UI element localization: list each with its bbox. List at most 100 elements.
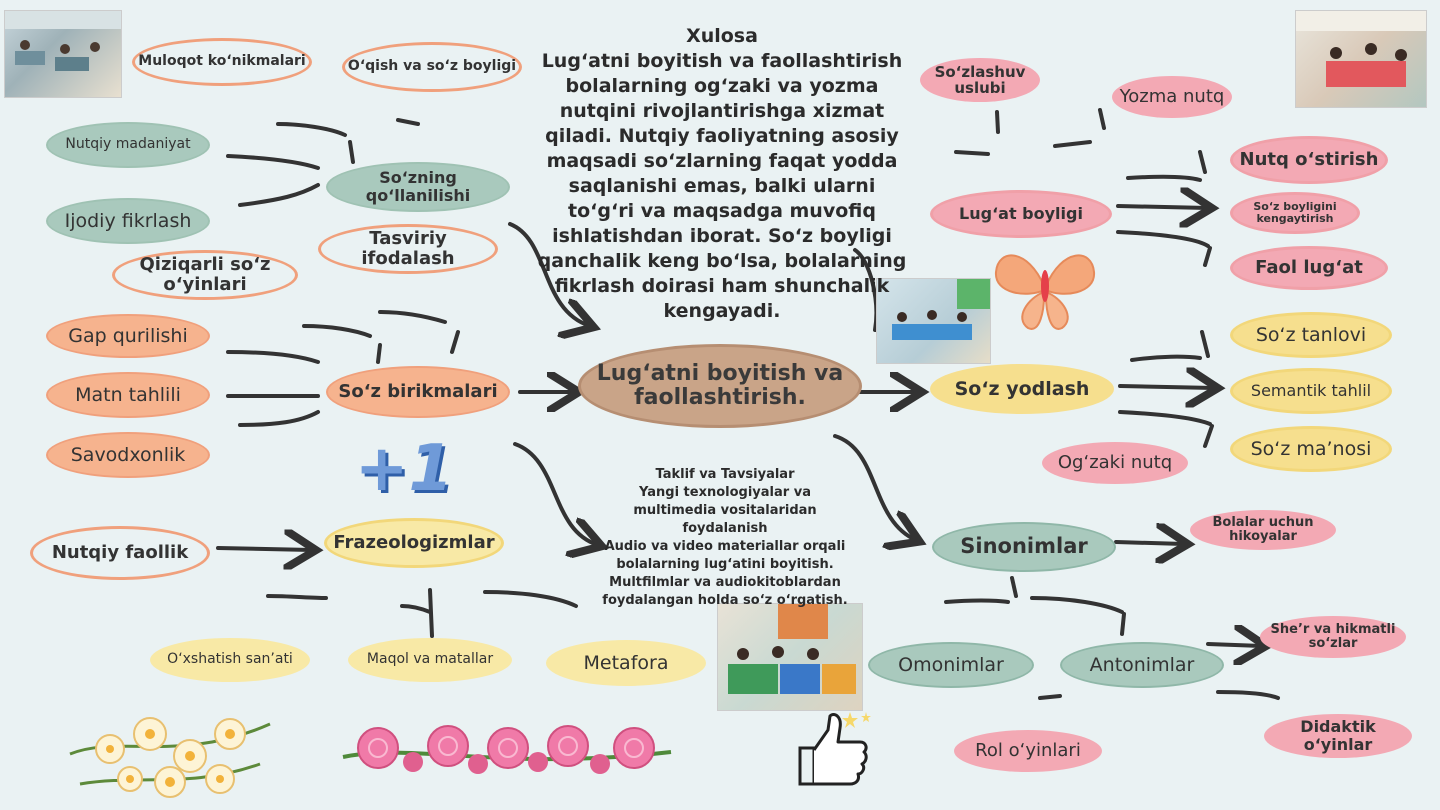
node-manosi[interactable]: So‘z ma’nosi xyxy=(1230,426,1392,472)
node-rol-label: Rol o‘yinlari xyxy=(975,740,1081,762)
wire-ijodiy xyxy=(238,183,320,207)
node-omonim-label: Omonimlar xyxy=(898,653,1004,676)
node-matn[interactable]: Matn tahlili xyxy=(46,372,210,418)
arrow-lugat-boyligi xyxy=(1116,206,1208,208)
center-node[interactable]: Lug‘atni boyitish va faollashtirish. xyxy=(578,344,862,428)
wire-mid4 xyxy=(450,330,460,354)
node-sinonim-label: Sinonimlar xyxy=(960,534,1088,559)
node-hikoya-label: Bolalar uchun hikoyalar xyxy=(1212,514,1314,544)
flowers-decoration xyxy=(60,694,282,806)
node-oqish[interactable]: O‘qish va so‘z boyligi xyxy=(342,42,522,92)
node-birikma[interactable]: So‘z birikmalari xyxy=(326,366,510,418)
node-qiziqarli[interactable]: Qiziqarli so‘z o‘yinlari xyxy=(112,250,298,300)
node-didaktik[interactable]: Didaktik o‘yinlar xyxy=(1264,714,1412,758)
node-omonim[interactable]: Omonimlar xyxy=(868,642,1034,688)
node-qollanilishi[interactable]: So‘zning qo‘llanilishi xyxy=(326,162,510,212)
wire-top3 xyxy=(348,140,355,164)
wire-top2 xyxy=(396,118,420,126)
node-tanlovi[interactable]: So‘z tanlovi xyxy=(1230,312,1392,358)
node-qiziqarli-label: Qiziqarli so‘z o‘yinlari xyxy=(139,254,271,295)
node-antonim[interactable]: Antonimlar xyxy=(1060,642,1224,688)
wire-madaniyat xyxy=(226,154,320,170)
node-manosi-label: So‘z ma’nosi xyxy=(1250,437,1372,460)
node-yozma-label: Yozma nutq xyxy=(1119,86,1225,108)
node-gap[interactable]: Gap qurilishi xyxy=(46,314,210,358)
node-nutqiy-madaniyat[interactable]: Nutqiy madaniyat xyxy=(46,122,210,168)
node-tasviriy-label: Tasviriy ifodalash xyxy=(361,228,455,269)
node-lugat-boyligi[interactable]: Lug‘at boyligi xyxy=(930,190,1112,238)
conclusion-title: Xulosa xyxy=(686,25,758,47)
tips-title: Taklif va Tavsiyalar xyxy=(655,467,795,482)
node-sher[interactable]: She’r va hikmatli so‘zlar xyxy=(1260,616,1406,658)
node-rol[interactable]: Rol o‘yinlari xyxy=(954,730,1102,772)
node-sher-label: She’r va hikmatli so‘zlar xyxy=(1270,621,1396,651)
plus-one-label: +1 xyxy=(354,431,454,506)
center-label: Lug‘atni boyitish va faollashtirish. xyxy=(596,360,844,410)
wire-savod xyxy=(238,410,320,427)
node-tasviriy[interactable]: Tasviriy ifodalash xyxy=(318,224,498,274)
node-yodlash[interactable]: So‘z yodlash xyxy=(930,364,1114,414)
node-muloqot-label: Muloqot ko‘nikmalari xyxy=(138,53,306,70)
node-metafora-label: Metafora xyxy=(583,651,669,674)
node-maqol[interactable]: Maqol va matallar xyxy=(348,638,512,682)
conclusion-body: Lug‘atni boyitish va faollashtirish bola… xyxy=(537,50,907,322)
node-nutqiy-faollik[interactable]: Nutqiy faollik xyxy=(30,526,210,580)
node-matn-label: Matn tahlili xyxy=(75,383,181,406)
node-ijodiy-label: Ijodiy fikrlash xyxy=(64,209,192,232)
node-semantik[interactable]: Semantik tahlil xyxy=(1230,368,1392,414)
wire-gap xyxy=(226,350,320,364)
node-oxshatish[interactable]: O‘xshatish san’ati xyxy=(150,638,310,682)
wire-bottom3 xyxy=(428,588,434,638)
node-nutq-ostirish[interactable]: Nutq o‘stirish xyxy=(1230,136,1388,184)
wire-bottom1 xyxy=(266,594,328,600)
classroom-photo-topright xyxy=(1295,10,1427,108)
tips-line-1: Yangi texnologiyalar va multimedia vosit… xyxy=(633,485,817,536)
node-nutqiy-madaniyat-label: Nutqiy madaniyat xyxy=(65,136,191,153)
node-yozma[interactable]: Yozma nutq xyxy=(1112,76,1232,118)
wire-bottom2 xyxy=(400,604,432,614)
wire-rb6 xyxy=(1038,694,1062,700)
node-semantik-label: Semantik tahlil xyxy=(1250,381,1372,401)
arrow-antonim-sher xyxy=(1206,644,1262,646)
node-savodxonlik[interactable]: Savodxonlik xyxy=(46,432,210,478)
node-birikma-label: So‘z birikmalari xyxy=(338,381,498,403)
node-faol[interactable]: Faol lug‘at xyxy=(1230,246,1388,290)
classroom-photo-topleft xyxy=(4,10,122,98)
node-ogzaki[interactable]: Og‘zaki nutq xyxy=(1042,442,1188,484)
tips-block: Taklif va Tavsiyalar Yangi texnologiyala… xyxy=(596,466,854,610)
tips-line-3: Multfilmlar va audiokitoblardan foydalan… xyxy=(602,575,848,608)
tips-line-2: Audio va video materiallar orqali bolala… xyxy=(604,539,846,572)
node-metafora[interactable]: Metafora xyxy=(546,640,706,686)
node-sozlashuv[interactable]: So‘zlashuv uslubi xyxy=(920,58,1040,102)
node-soz-boyligini[interactable]: So‘z boyligini kengaytirish xyxy=(1230,192,1360,234)
node-nutqiy-faollik-label: Nutqiy faollik xyxy=(51,542,189,564)
node-ijodiy[interactable]: Ijodiy fikrlash xyxy=(46,198,210,244)
classroom-photo-middle xyxy=(876,278,991,364)
node-faol-label: Faol lug‘at xyxy=(1255,257,1363,279)
node-oxshatish-label: O‘xshatish san’ati xyxy=(167,651,293,668)
wire-rm2 xyxy=(1200,330,1210,358)
thumbs-up-icon xyxy=(790,708,874,788)
node-sinonim[interactable]: Sinonimlar xyxy=(932,522,1116,572)
node-hikoya[interactable]: Bolalar uchun hikoyalar xyxy=(1190,510,1336,550)
node-yodlash-label: So‘z yodlash xyxy=(954,377,1090,400)
node-nutq-ostirish-label: Nutq o‘stirish xyxy=(1239,149,1379,171)
arrow-to-sinonim xyxy=(833,434,916,540)
wire-mid1 xyxy=(302,324,372,338)
node-maqol-label: Maqol va matallar xyxy=(366,651,494,668)
node-sozlashuv-label: So‘zlashuv uslubi xyxy=(934,62,1026,97)
wire-rt2 xyxy=(995,110,1000,134)
wire-mid3 xyxy=(376,343,382,364)
node-tanlovi-label: So‘z tanlovi xyxy=(1255,323,1367,346)
node-lugat-boyligi-label: Lug‘at boyligi xyxy=(959,204,1083,224)
node-ogzaki-label: Og‘zaki nutq xyxy=(1057,452,1173,474)
node-gap-label: Gap qurilishi xyxy=(68,324,188,347)
wire-rb4 xyxy=(1120,612,1126,636)
classroom-photo-bottom xyxy=(717,603,863,711)
node-frazeo[interactable]: Frazeologizmlar xyxy=(324,518,504,568)
node-frazeo-label: Frazeologizmlar xyxy=(333,532,495,554)
node-muloqot[interactable]: Muloqot ko‘nikmalari xyxy=(132,38,312,86)
plus-one-badge: +1 xyxy=(354,426,454,512)
wire-bottom4 xyxy=(483,590,578,608)
